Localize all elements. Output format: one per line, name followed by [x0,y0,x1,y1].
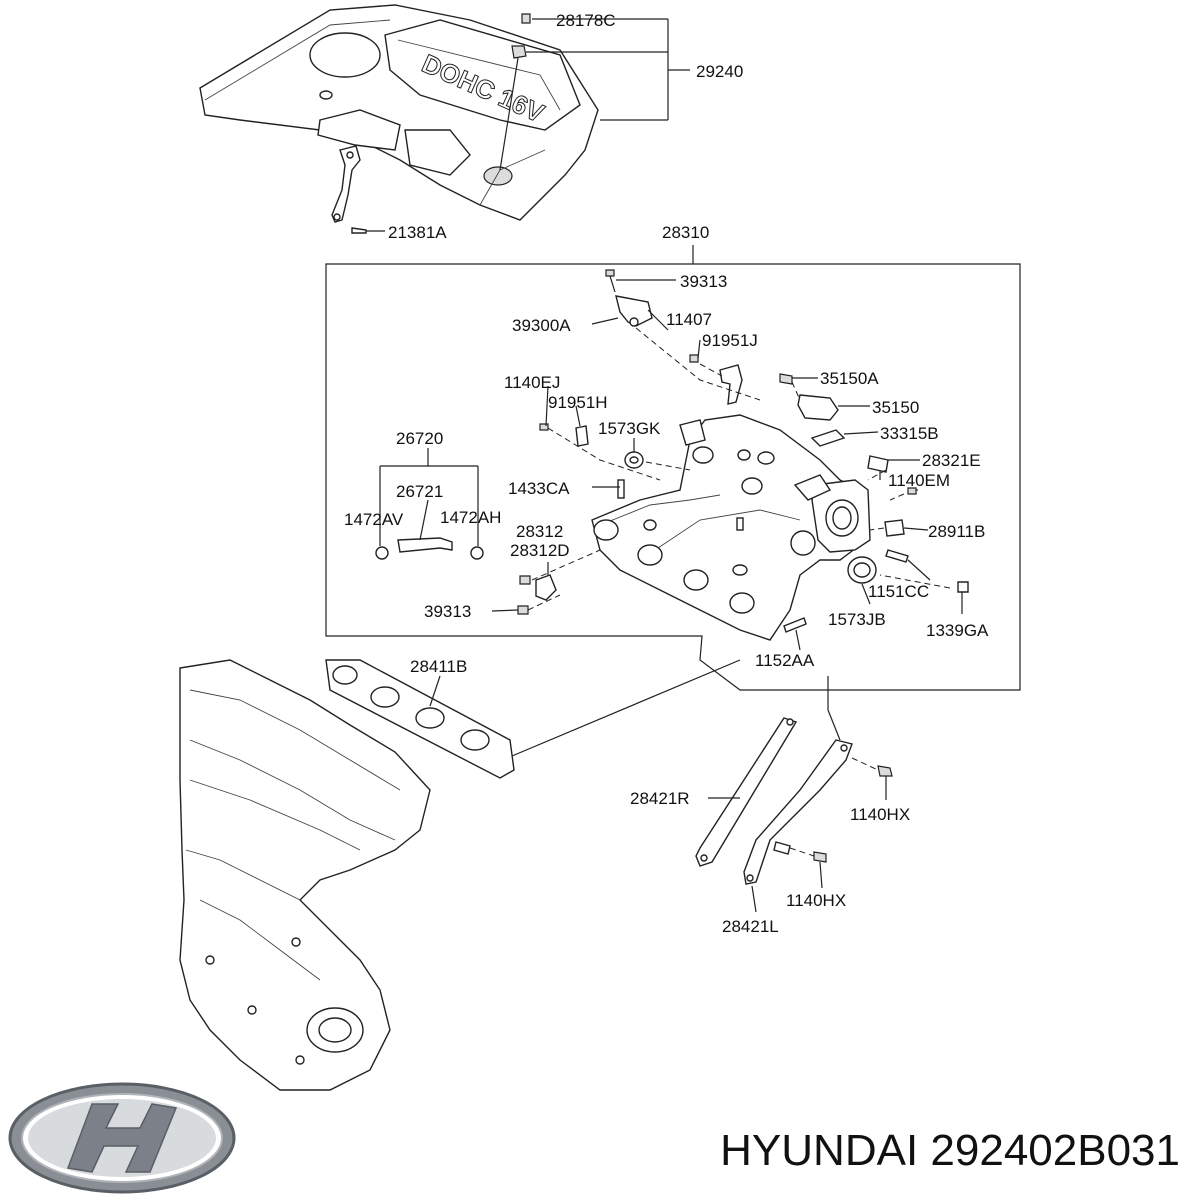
label-1140EJ: 1140EJ [504,373,560,392]
label-1472AV: 1472AV [344,510,404,529]
manifold-small-parts-drawing [375,269,969,633]
label-28411B: 28411B [410,657,467,676]
label-1573JB: 1573JB [828,610,886,629]
label-1433CA: 1433CA [508,479,570,498]
label-91951J: 91951J [702,331,758,350]
label-28421R: 28421R [630,789,690,808]
label-39300A: 39300A [512,316,571,335]
label-1472AH: 1472AH [440,508,501,527]
hyundai-logo-icon [8,1082,236,1194]
label-1573GK: 1573GK [598,419,661,438]
label-1140HX-lower: 1140HX [786,891,846,910]
manifold-group-frame [325,263,1021,691]
label-28312D: 28312D [510,541,570,560]
label-1151CC: 1151CC [868,582,929,601]
label-35150: 35150 [872,398,919,417]
label-21381A: 21381A [388,223,447,242]
label-1140EM: 1140EM [888,471,950,490]
cover-fasteners-drawing [499,13,531,171]
label-29240: 29240 [696,62,743,81]
label-1339GA: 1339GA [926,621,989,640]
label-39313-bottom: 39313 [424,602,471,621]
brand-part-number: HYUNDAI 292402B031 [720,1126,1180,1175]
label-91951H: 91951H [548,393,608,412]
label-28312: 28312 [516,522,563,541]
label-26721: 26721 [396,482,443,501]
manifold-gasket-drawing [325,659,515,779]
label-11407: 11407 [666,310,712,329]
label-28321E: 28321E [922,451,981,470]
label-28911B: 28911B [928,522,985,541]
engine-block-drawing [179,659,431,1091]
label-39313-top: 39313 [680,272,727,291]
label-26720: 26720 [396,429,443,448]
label-28421L: 28421L [722,917,779,936]
intake-manifold-drawing [591,414,871,641]
manifold-stays-drawing [695,717,893,885]
cover-bracket-drawing [331,145,367,234]
label-35150A: 35150A [820,369,879,388]
label-33315B: 33315B [880,424,939,443]
label-1152AA: 1152AA [755,651,815,670]
label-28178C: 28178C [556,11,616,30]
label-28310: 28310 [662,223,709,242]
engine-cover-drawing: DOHC 16V [199,4,599,221]
label-1140HX-upper: 1140HX [850,805,910,824]
